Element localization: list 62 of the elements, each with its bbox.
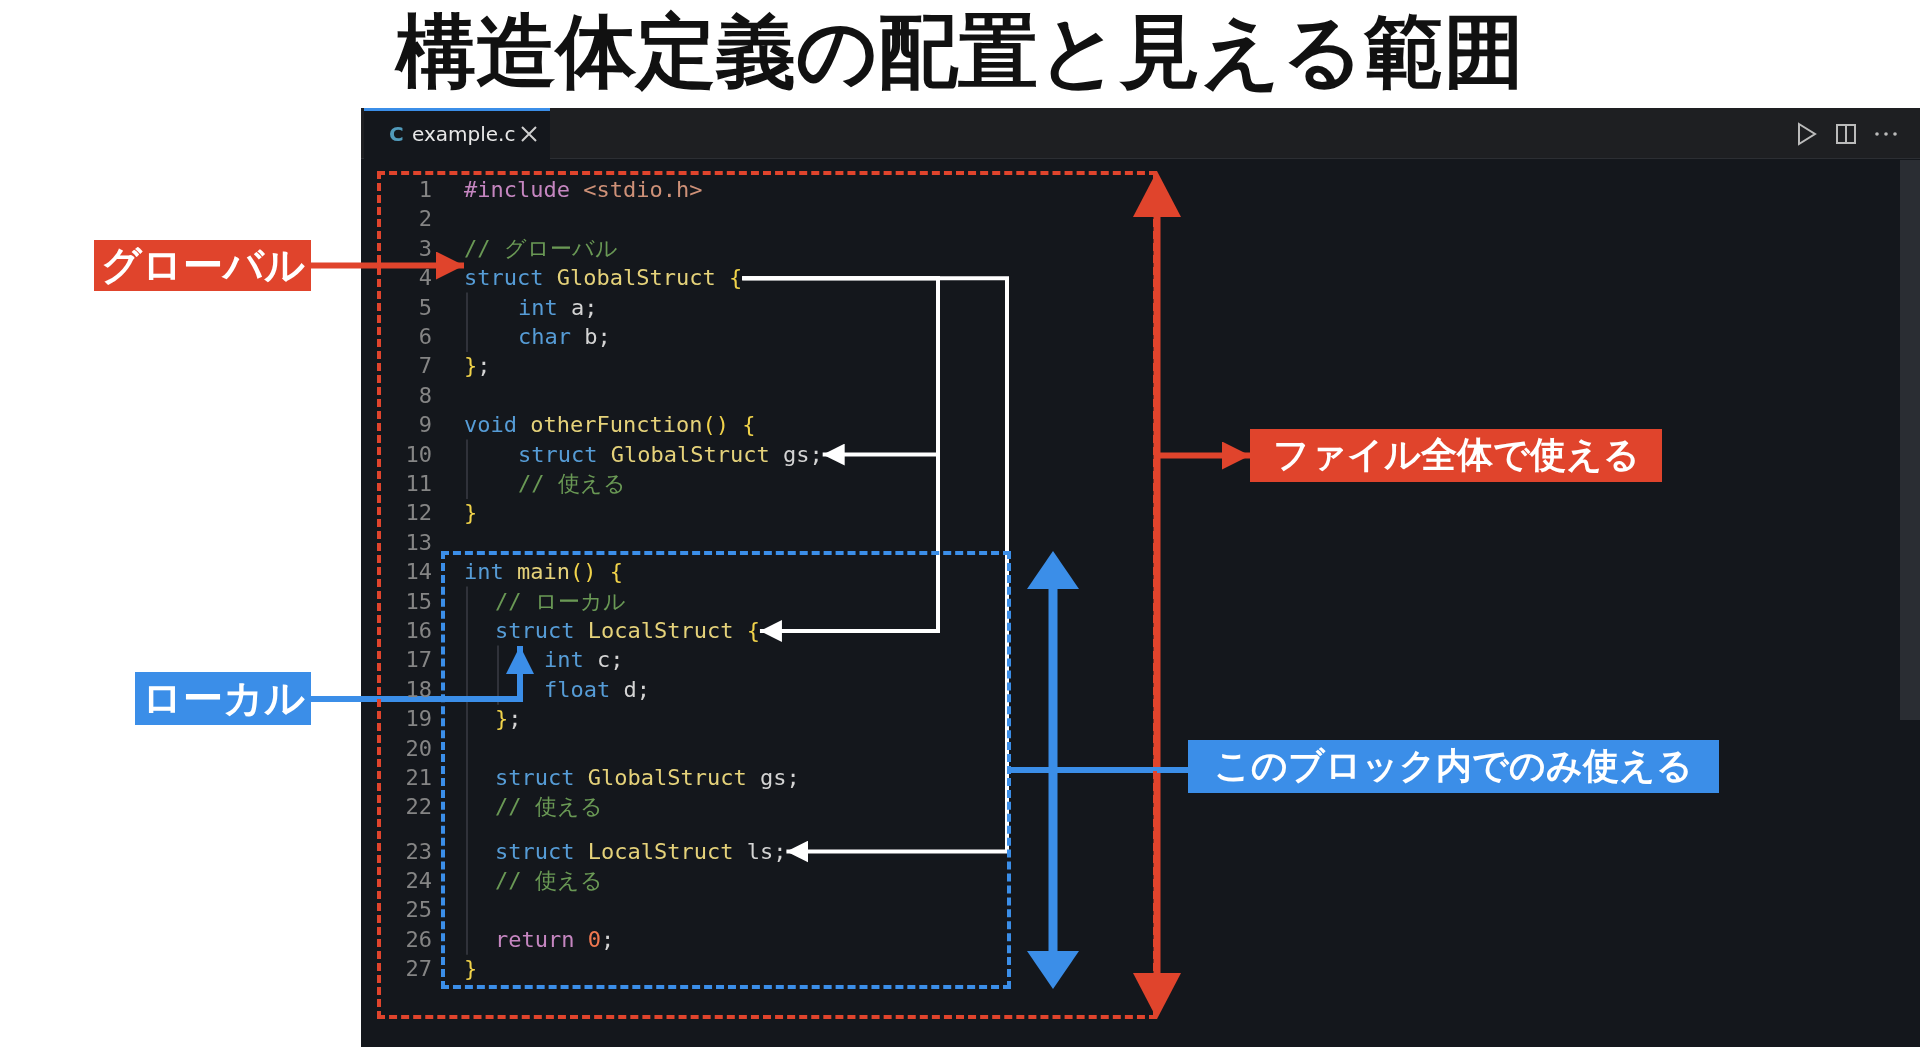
scope-tag: このブロック内でのみ使える (1188, 740, 1719, 793)
line-number: 25 (404, 896, 432, 925)
code-line: }; (495, 705, 522, 734)
arrow (742, 276, 1009, 863)
code-line: char b; (518, 323, 611, 351)
arrow (311, 646, 534, 702)
line-number: 12 (404, 499, 432, 528)
code-line: struct LocalStruct ls; (495, 836, 787, 867)
code-line: struct GlobalStruct { (464, 263, 743, 294)
code-line: int a; (518, 293, 598, 322)
scope-region (377, 171, 1157, 1019)
line-number: 24 (404, 866, 432, 895)
arrow (311, 251, 464, 280)
file-type-icon: C (389, 118, 404, 150)
code-line: }; (464, 352, 491, 381)
code-line: // ローカル (495, 587, 626, 616)
code-line: // グローバル (464, 234, 618, 263)
line-number: 27 (404, 955, 432, 984)
line-number: 23 (404, 837, 432, 866)
code-line: } (464, 499, 478, 528)
line-number: 1 (417, 176, 432, 204)
line-number: 17 (404, 646, 432, 675)
scope-tag: ローカル (135, 672, 311, 725)
line-number: 4 (417, 264, 432, 293)
line-number: 6 (417, 323, 432, 351)
code-line: int main() { (464, 558, 623, 587)
scope-region (441, 551, 1011, 989)
line-number: 26 (404, 925, 432, 954)
line-number: 22 (404, 793, 432, 822)
line-number: 13 (404, 528, 432, 557)
line-number: 7 (417, 352, 432, 381)
code-line: int c; (544, 646, 624, 675)
code-line: struct LocalStruct { (495, 616, 760, 646)
line-number: 2 (417, 205, 432, 234)
line-number: 10 (404, 440, 432, 469)
scope-tag: グローバル (94, 240, 311, 291)
line-number: 19 (404, 705, 432, 734)
code-line: // 使える (495, 793, 603, 822)
line-number: 20 (404, 734, 432, 763)
line-number: 18 (404, 675, 432, 704)
line-number: 14 (404, 558, 432, 587)
line-number: 15 (404, 587, 432, 616)
arrow (1157, 441, 1250, 470)
code-line: float d; (544, 675, 650, 704)
line-number: 8 (417, 381, 432, 410)
code-line: struct GlobalStruct gs; (495, 764, 800, 792)
scope-tag: ファイル全体で使える (1250, 429, 1662, 482)
line-number: 9 (417, 411, 432, 440)
tab-title: example.c (412, 121, 516, 148)
code-line: struct GlobalStruct gs; (518, 439, 823, 470)
code-line: void otherFunction() { (464, 411, 756, 440)
line-number: 21 (404, 764, 432, 792)
code-line: return 0; (495, 925, 615, 954)
code-line: // 使える (495, 866, 603, 895)
code-line: #include <stdio.h> (464, 176, 703, 204)
line-number: 5 (417, 293, 432, 322)
line-number: 3 (417, 234, 432, 263)
line-number: 11 (404, 470, 432, 498)
title: 構造体定義の配置と見える範囲 (393, 4, 1525, 100)
code-line: // 使える (518, 470, 626, 498)
code-line: } (464, 955, 478, 984)
line-number: 16 (404, 617, 432, 645)
